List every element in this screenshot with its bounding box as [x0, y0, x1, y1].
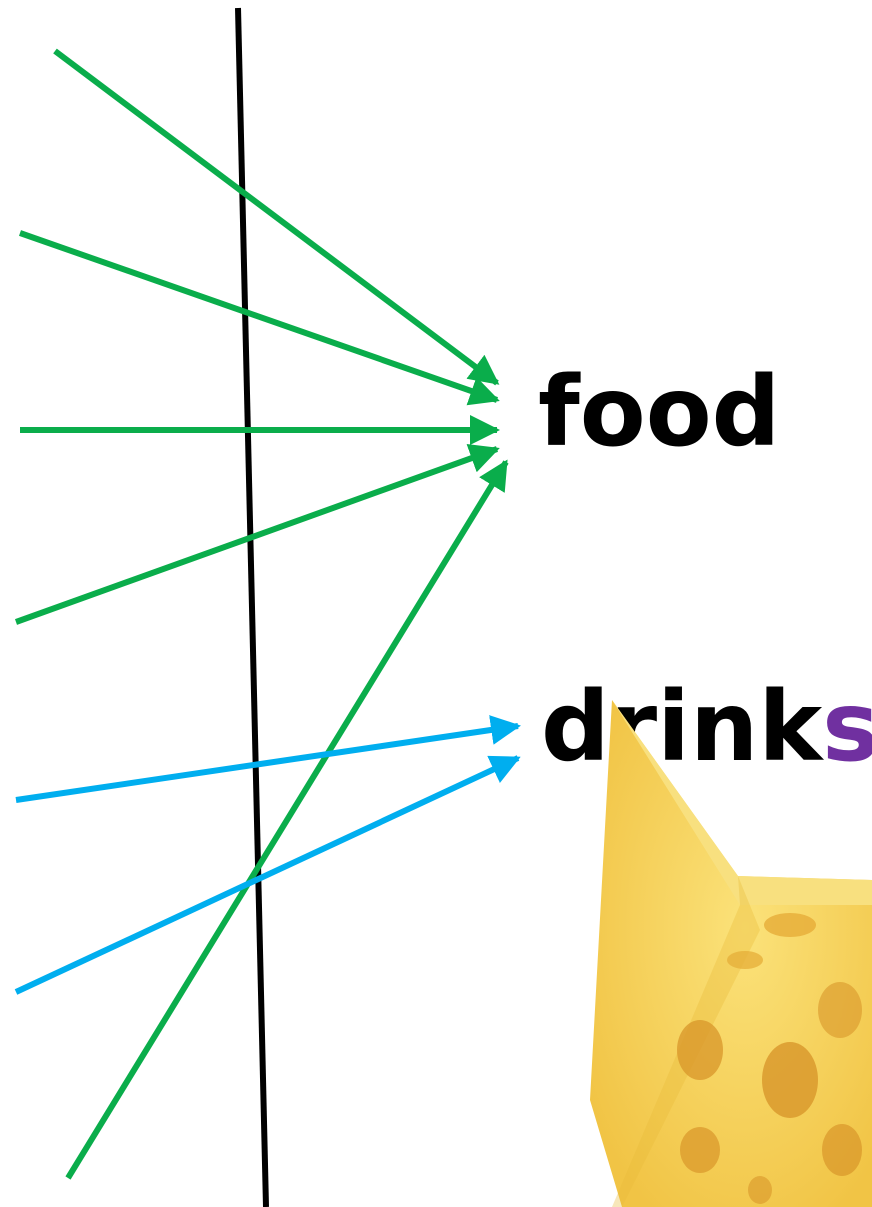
food-arrow-2	[20, 233, 497, 400]
drinks-arrow-2	[16, 758, 518, 992]
drinks-arrow-1	[16, 726, 518, 800]
food-arrow-1	[55, 51, 497, 383]
drinks-label-suffix: s	[822, 671, 872, 783]
drinks-arrows	[16, 726, 518, 992]
drinks-label: drinks	[541, 671, 872, 783]
vertical-divider	[238, 8, 266, 1207]
drinks-label-stem: drink	[541, 671, 824, 783]
food-label: food	[538, 356, 780, 468]
food-arrow-5	[68, 462, 506, 1178]
